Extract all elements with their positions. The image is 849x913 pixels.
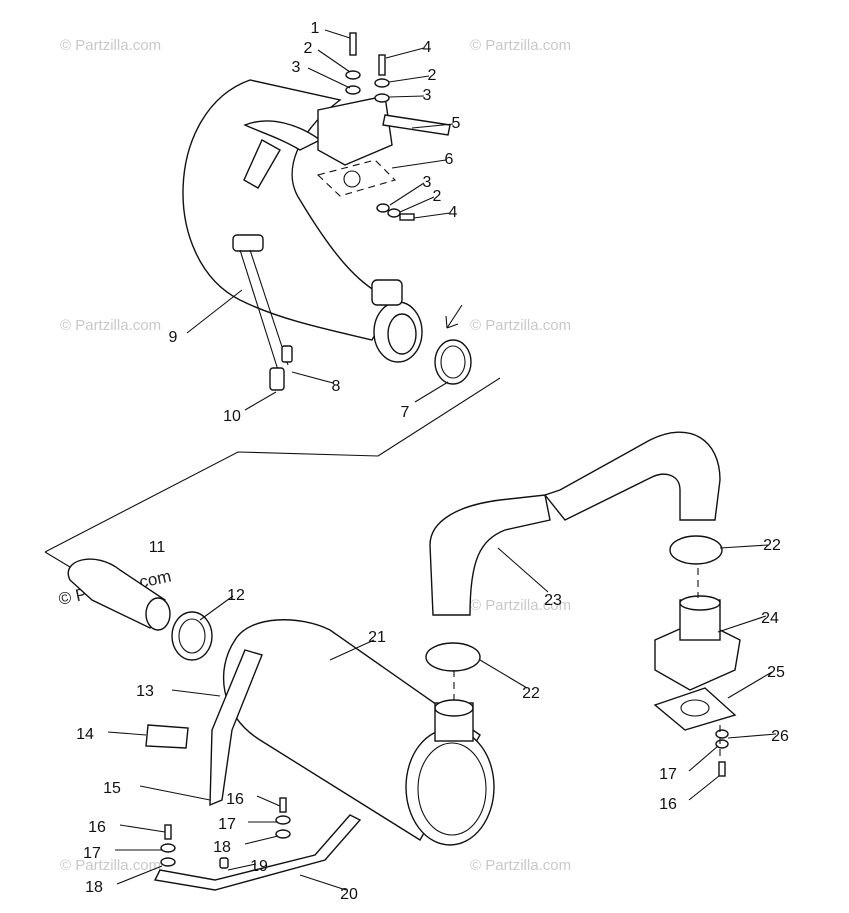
callout-22: 22 [763, 537, 781, 554]
watermark: © Partzilla.com [60, 317, 161, 334]
callout-6: 6 [445, 151, 454, 168]
flange-assembly [316, 95, 451, 197]
callout-16: 16 [659, 796, 677, 813]
callout-10: 10 [223, 408, 241, 425]
callout-23: 23 [544, 592, 562, 609]
callout-20: 20 [340, 886, 358, 903]
callout-22: 22 [522, 685, 540, 702]
muffler-strap [209, 649, 263, 807]
callout-2: 2 [304, 40, 313, 57]
callout-8: 8 [332, 378, 341, 395]
callout-9: 9 [169, 329, 178, 346]
tailpipe [429, 431, 721, 616]
flow-arrow-icon [445, 304, 463, 329]
watermark: © Partzilla.com [470, 37, 571, 54]
callout-19: 19 [250, 858, 268, 875]
leader-lines [107, 29, 777, 891]
callout-26: 26 [771, 728, 789, 745]
callout-14: 14 [76, 726, 94, 743]
callout-3: 3 [423, 87, 432, 104]
callout-15: 15 [103, 780, 121, 797]
callout-16: 16 [226, 791, 244, 808]
callout-17: 17 [218, 816, 236, 833]
callout-17: 17 [83, 845, 101, 862]
clamp-ring [425, 642, 481, 672]
front-pipe [67, 558, 171, 631]
callout-13: 13 [136, 683, 154, 700]
watermark: © Partzilla.com [470, 597, 571, 614]
fasteners-bottom [160, 729, 729, 869]
callout-1: 1 [311, 20, 320, 37]
clamp-ring [171, 611, 213, 661]
watermark: © Partzilla.com [470, 857, 571, 874]
callout-18: 18 [213, 839, 231, 856]
watermark: © Partzilla.com [60, 37, 161, 54]
callout-17: 17 [659, 766, 677, 783]
callout-16: 16 [88, 819, 106, 836]
watermark: © Partzilla.com [60, 857, 161, 874]
clamp-ring [434, 339, 472, 385]
muffler [223, 619, 495, 846]
clamp-ring [669, 535, 723, 565]
callout-11: 11 [149, 539, 166, 556]
callout-21: 21 [368, 629, 386, 646]
muffler-bracket [153, 814, 362, 891]
rubber-pad [145, 724, 189, 749]
outlet-assembly [653, 595, 741, 731]
callout-7: 7 [401, 404, 410, 421]
mount-bracket [232, 234, 293, 391]
callout-18: 18 [85, 879, 103, 896]
callout-4: 4 [423, 39, 432, 56]
watermark: © Partzilla.com [470, 317, 571, 334]
callout-3: 3 [292, 59, 301, 76]
callout-25: 25 [767, 664, 785, 681]
callout-5: 5 [452, 115, 461, 132]
callout-2: 2 [428, 67, 437, 84]
callout-12: 12 [227, 587, 245, 604]
callout-3: 3 [423, 174, 432, 191]
callout-2: 2 [433, 188, 442, 205]
expansion-chamber [182, 79, 423, 363]
callout-24: 24 [761, 610, 779, 627]
callout-4: 4 [449, 204, 458, 221]
